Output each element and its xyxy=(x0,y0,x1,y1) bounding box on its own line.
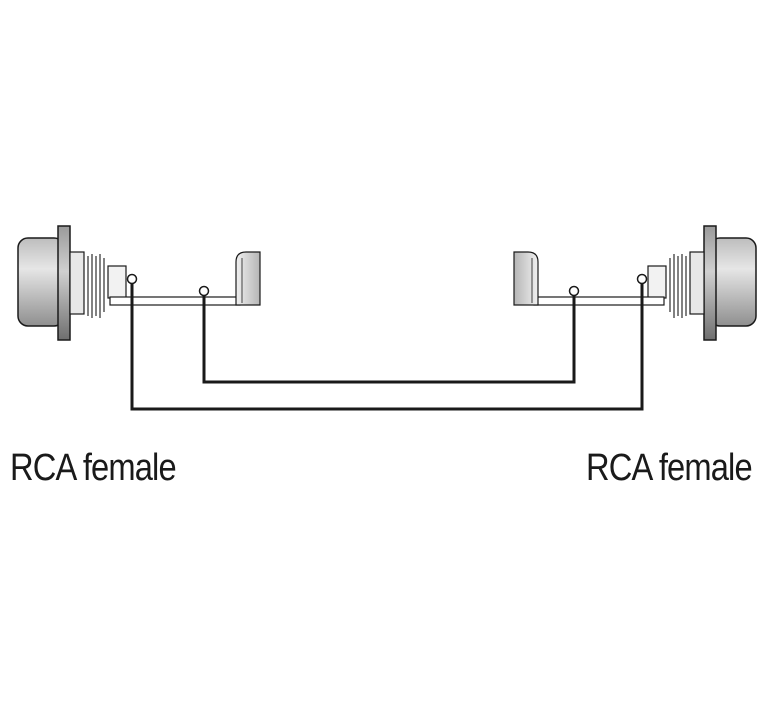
right-connector-flange xyxy=(703,225,717,341)
left-connector-strain-boot xyxy=(235,251,261,306)
left-connector-body xyxy=(17,237,65,327)
left-rca-connector xyxy=(17,225,261,341)
right-rca-connector xyxy=(513,225,757,341)
right-connector-strain-boot xyxy=(513,251,539,306)
left-connector-thread xyxy=(87,254,105,318)
right-connector-label: RCA female xyxy=(586,447,753,489)
shield-wire xyxy=(202,296,576,384)
left-shield-terminal xyxy=(198,285,210,297)
left-connector-shaft xyxy=(109,296,241,306)
left-connector-pin-housing xyxy=(107,265,127,299)
right-connector-center-terminal xyxy=(636,273,648,285)
right-connector-thread xyxy=(669,254,687,318)
right-connector-shaft xyxy=(533,296,665,306)
left-connector-center-terminal xyxy=(126,273,138,285)
signal-wire xyxy=(130,284,644,411)
right-connector-collar xyxy=(689,251,705,315)
right-shield-terminal xyxy=(568,285,580,297)
right-connector-pin-housing xyxy=(647,265,667,299)
right-connector-body xyxy=(709,237,757,327)
left-connector-collar xyxy=(69,251,85,315)
left-connector-flange xyxy=(57,225,71,341)
left-connector-label: RCA female xyxy=(10,447,177,489)
